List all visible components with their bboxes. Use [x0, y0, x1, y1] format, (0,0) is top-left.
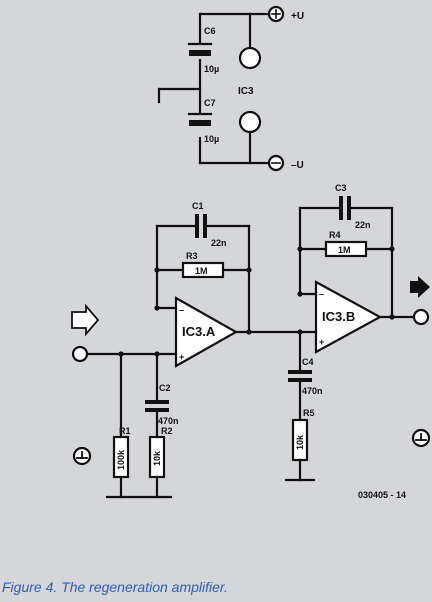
output-arrow-icon	[410, 276, 430, 298]
c2-value: 470n	[158, 416, 179, 426]
opamp-b-minus: –	[319, 289, 324, 299]
c2-ref: C2	[159, 383, 171, 393]
negative-supply-label: –U	[291, 160, 304, 171]
r3-ref: R3	[186, 251, 198, 261]
c1-ref: C1	[192, 201, 204, 211]
supply-section: +U –U IC3 C6 10µ C7 10µ	[157, 5, 304, 172]
figure-reference-code: 030405 - 14	[358, 490, 406, 500]
c6-ref: C6	[204, 26, 216, 36]
capacitor-c4: C4 470n	[288, 357, 323, 396]
opamp-a-name: IC3.A	[182, 324, 216, 339]
opamp-a-minus: –	[179, 305, 184, 315]
ground-icon-right	[411, 428, 431, 448]
c7-value: 10µ	[204, 134, 219, 144]
opamp-b-name: IC3.B	[322, 309, 355, 324]
c6-value: 10µ	[204, 64, 219, 74]
c3-ref: C3	[335, 183, 347, 193]
r2-ref: R2	[161, 426, 173, 436]
r5-value: 10k	[295, 434, 305, 450]
input-arrow-icon	[71, 303, 100, 337]
capacitor-c7: C7 10µ	[187, 98, 219, 144]
capacitor-c1: C1 22n	[192, 201, 227, 248]
stage-b: IC3.B – + C3 22n R4 1M	[284, 183, 431, 482]
input-terminal	[71, 345, 89, 363]
ic3-supply-pin-bottom	[238, 110, 262, 134]
r3-value: 1M	[195, 266, 208, 276]
output-terminal	[412, 308, 430, 326]
opamp-a-plus: +	[179, 352, 184, 362]
c4-value: 470n	[302, 386, 323, 396]
c7-ref: C7	[204, 98, 216, 108]
opamp-ic3b	[314, 280, 383, 354]
r2-value: 10k	[152, 450, 162, 466]
resistor-r3: R3 1M	[181, 251, 225, 279]
r5-ref: R5	[303, 408, 315, 418]
capacitor-c3: C3 22n	[335, 183, 371, 230]
ic3-supply-pin-top	[238, 46, 262, 70]
resistor-r5: R5 10k	[291, 408, 315, 462]
ic3-package-label: IC3	[238, 86, 254, 97]
capacitor-c6: C6 10µ	[187, 26, 219, 74]
r4-ref: R4	[329, 230, 341, 240]
c1-value: 22n	[211, 238, 227, 248]
capacitor-c2: C2 470n	[145, 383, 179, 426]
resistor-r4: R4 1M	[324, 230, 368, 258]
opamp-ic3a	[174, 296, 239, 368]
c4-ref: C4	[302, 357, 314, 367]
opamp-b-plus: +	[319, 337, 324, 347]
r4-value: 1M	[338, 245, 351, 255]
stage-a: IC3.A – + C1 22n R3 1M	[71, 201, 302, 499]
r1-value: 100k	[116, 449, 126, 470]
c3-value: 22n	[355, 220, 371, 230]
resistor-r2: R2 10k	[148, 426, 173, 479]
resistor-r1: R1 100k	[112, 426, 131, 479]
figure-caption: Figure 4. The regeneration amplifier.	[2, 579, 228, 595]
r1-ref: R1	[119, 426, 131, 436]
ground-icon-left	[72, 446, 92, 466]
positive-supply-label: +U	[291, 11, 304, 22]
